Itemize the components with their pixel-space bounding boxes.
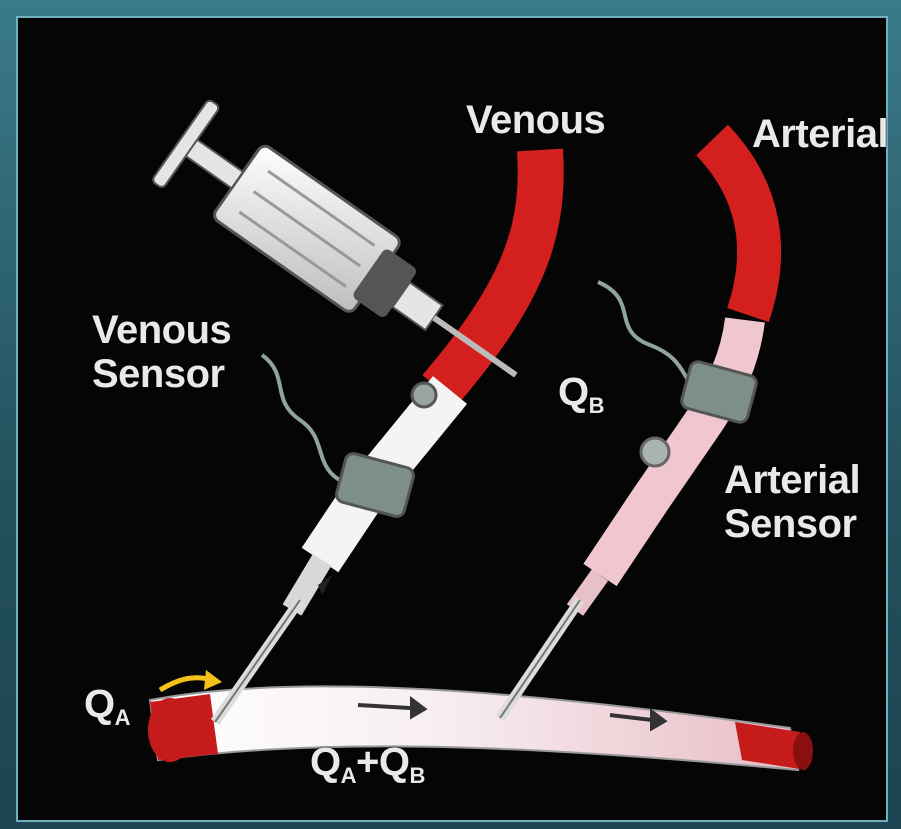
arterial-label: Arterial <box>752 112 888 156</box>
venous-needle-line <box>215 390 450 722</box>
qa-plus-qb-label: QA+QB <box>310 740 425 798</box>
qb-label: QB <box>558 370 604 428</box>
arterial-tubing <box>712 140 759 315</box>
arterial-sensor-label: Arterial Sensor <box>724 458 860 546</box>
venous-label: Venous <box>466 98 605 142</box>
arterial-port-icon <box>641 438 669 466</box>
qa-label: QA <box>84 682 130 740</box>
blood-vessel <box>148 686 813 770</box>
venous-sensor-label: Venous Sensor <box>92 308 231 396</box>
